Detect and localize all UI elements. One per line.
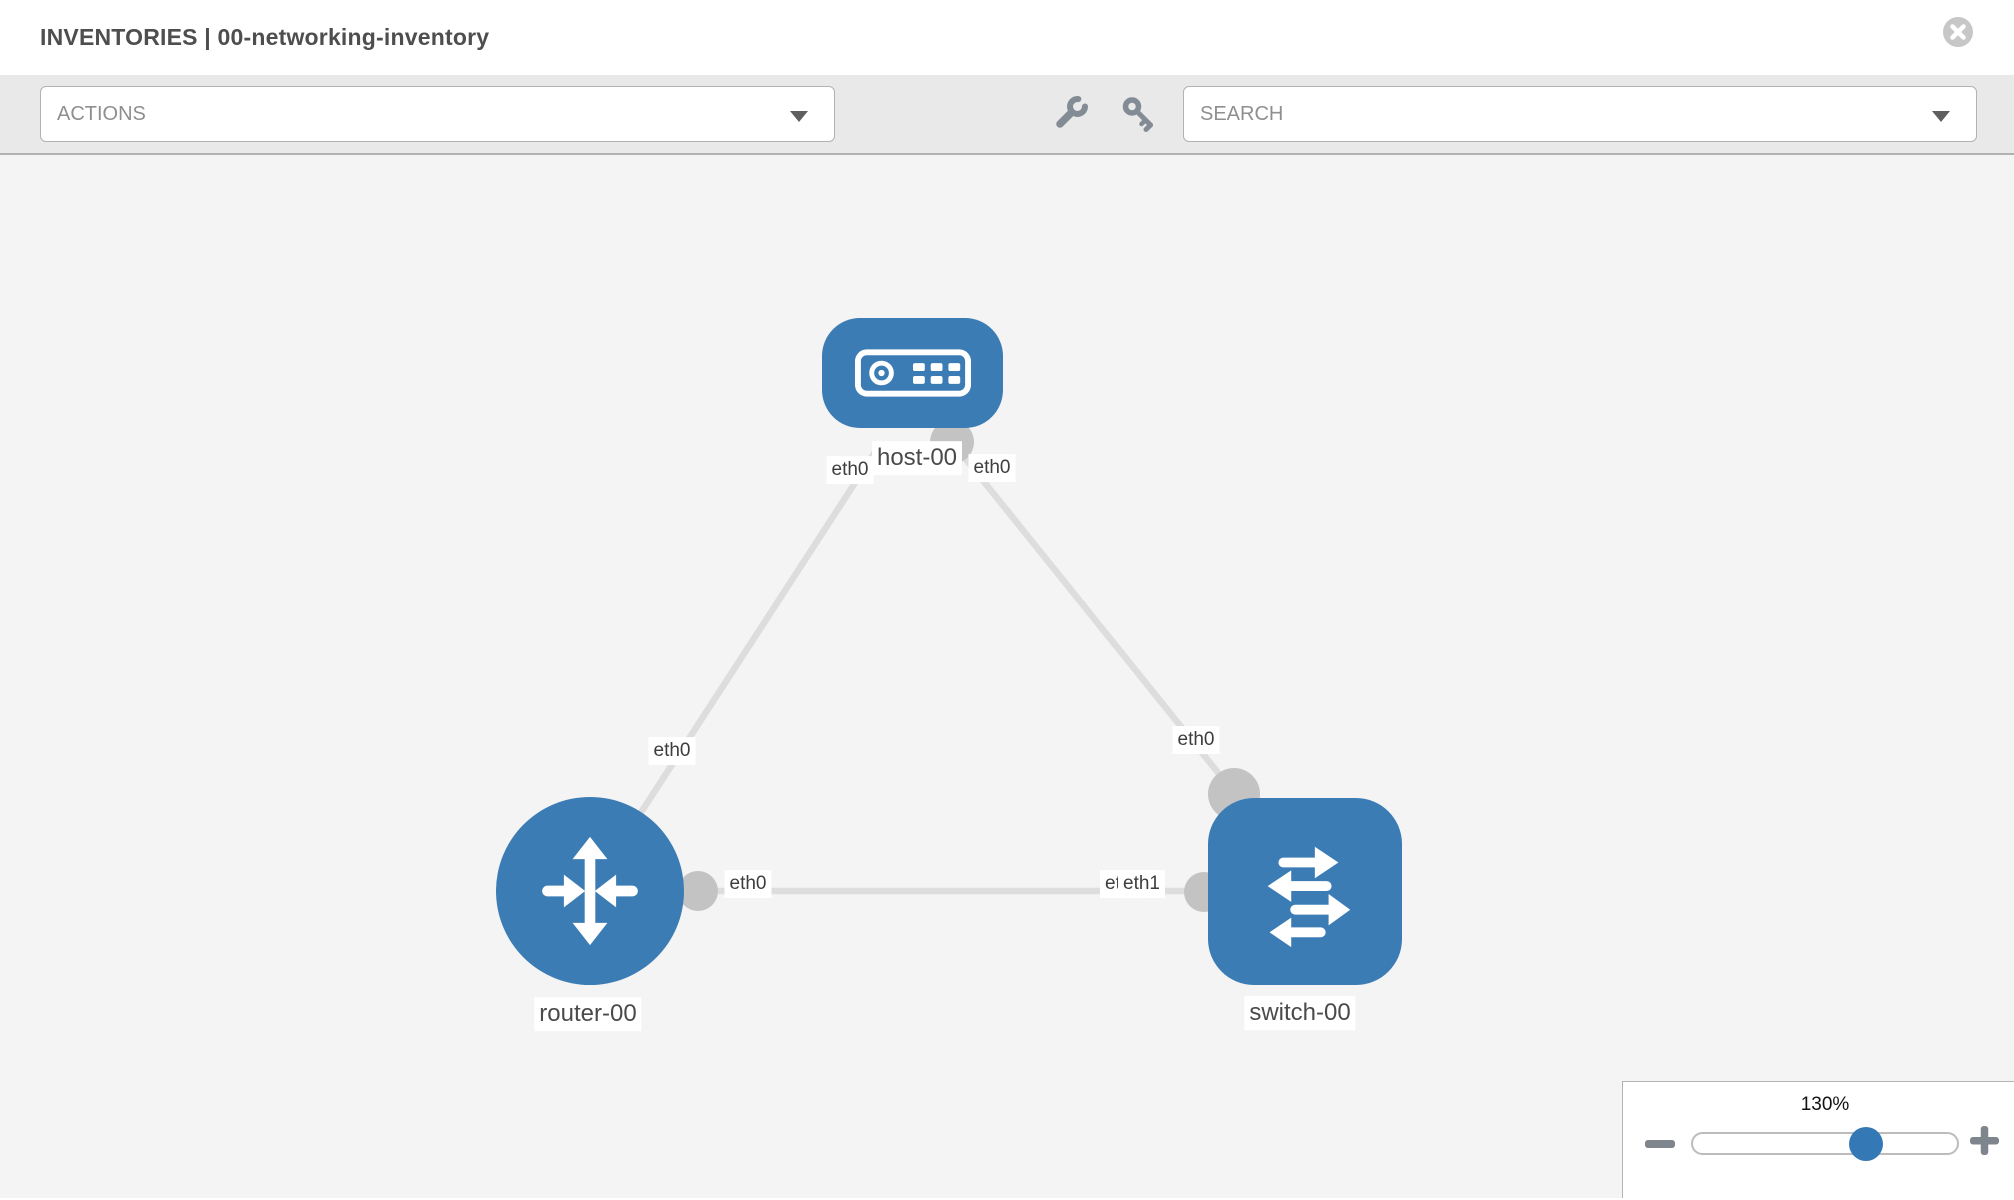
topology-canvas[interactable]: host-00 router-00 switch-00 eth0 eth0 et… xyxy=(0,155,2014,1198)
node-label-router: router-00 xyxy=(534,997,642,1031)
page-title: INVENTORIES | 00-networking-inventory xyxy=(40,24,490,50)
links-layer xyxy=(587,420,1300,912)
switch-icon xyxy=(1267,846,1351,947)
actions-dropdown[interactable]: ACTIONS xyxy=(40,86,835,142)
interface-label-host-to-switch: eth0 xyxy=(968,454,1016,482)
search-dropdown-label: SEARCH xyxy=(1200,102,1284,125)
chevron-down-icon xyxy=(790,111,808,122)
zoom-out-button[interactable] xyxy=(1645,1136,1675,1154)
node-switch-00[interactable] xyxy=(1208,798,1402,985)
zoom-level: 130% xyxy=(1800,1094,1850,1115)
node-host-00[interactable] xyxy=(822,318,1003,428)
plus-icon xyxy=(1970,1126,1999,1155)
node-label-switch: switch-00 xyxy=(1244,996,1356,1030)
wrench-button[interactable] xyxy=(1052,93,1090,136)
wrench-icon xyxy=(1056,96,1088,128)
interface-label-switch-to-host: eth0 xyxy=(1172,726,1220,754)
zoom-slider-thumb[interactable] xyxy=(1849,1127,1883,1161)
zoom-panel: 130% xyxy=(1622,1081,2014,1198)
node-router-00[interactable] xyxy=(496,797,684,985)
interface-label-router-to-switch: eth0 xyxy=(724,870,772,898)
interface-label-host-to-router: eth0 xyxy=(826,456,874,484)
minus-icon xyxy=(1645,1140,1675,1148)
chevron-down-icon xyxy=(1932,111,1950,122)
interface-label-router-to-host: eth0 xyxy=(648,737,696,765)
host-icon xyxy=(854,349,971,397)
header: INVENTORIES | 00-networking-inventory xyxy=(0,0,2014,75)
interface-label-switch-to-router: eth1 xyxy=(1118,870,1165,898)
router-icon xyxy=(542,836,638,946)
close-button[interactable] xyxy=(1942,16,1974,48)
close-icon xyxy=(1943,17,1973,47)
port-circle-router xyxy=(678,871,718,911)
key-icon xyxy=(1122,97,1153,132)
toolbar: ACTIONS SEARCH xyxy=(0,75,2014,155)
zoom-slider[interactable] xyxy=(1691,1127,1959,1161)
search-dropdown[interactable]: SEARCH xyxy=(1183,86,1977,142)
zoom-in-button[interactable] xyxy=(1970,1126,1999,1160)
key-button[interactable] xyxy=(1118,93,1160,140)
actions-dropdown-label: ACTIONS xyxy=(57,102,146,125)
node-label-host: host-00 xyxy=(871,441,963,475)
